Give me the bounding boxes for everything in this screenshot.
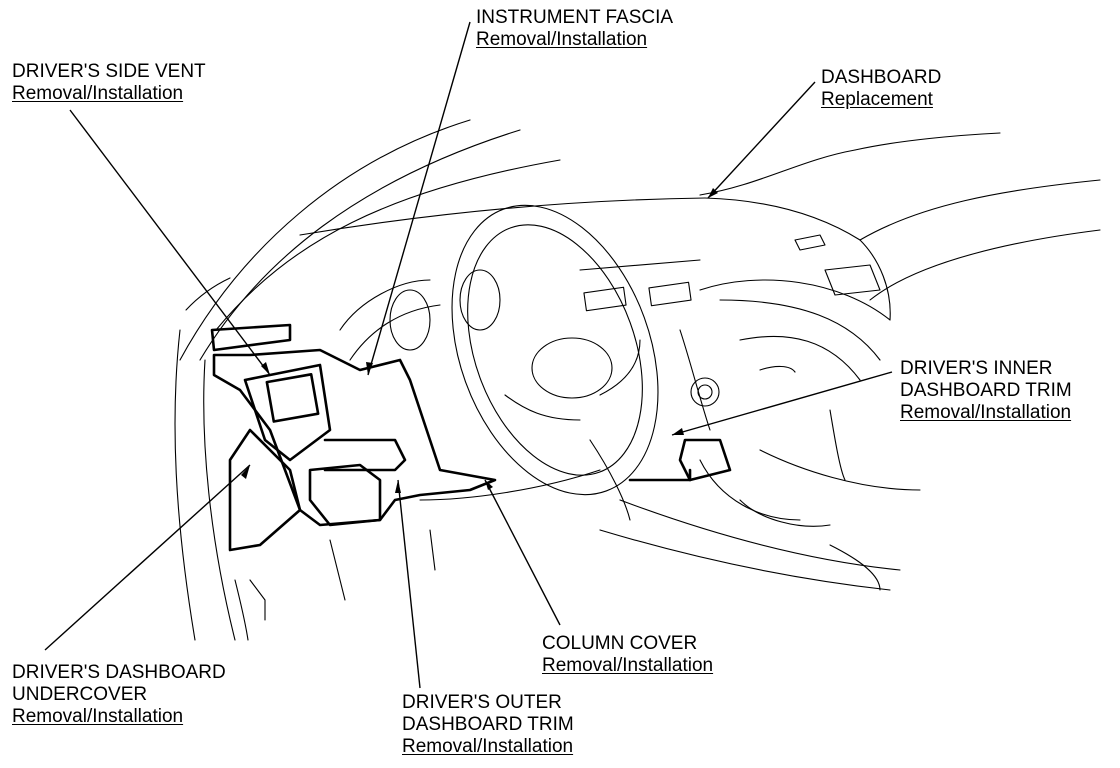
arrowhead-drivers-inner-dashboard-trim — [672, 428, 684, 435]
callout-title: COLUMN COVER — [542, 633, 698, 654]
arrowhead-dashboard — [708, 188, 718, 198]
arrowhead-drivers-side-vent — [261, 362, 270, 375]
callout-dashboard: DASHBOARD Replacement — [821, 67, 941, 111]
callout-title: DRIVER'S SIDE VENT — [12, 61, 206, 82]
leader-dashboard — [707, 81, 816, 199]
arrowhead-drivers-dashboard-undercover — [241, 465, 250, 479]
arrowhead-column-cover — [485, 480, 493, 490]
leader-lines — [44, 21, 893, 689]
callout-drivers-dashboard-undercover: DRIVER'S DASHBOARD UNDERCOVER Removal/In… — [12, 662, 226, 728]
callout-title-line-2: DASHBOARD TRIM — [402, 714, 574, 735]
leader-column-cover — [484, 479, 561, 626]
arrowhead-drivers-outer-dashboard-trim — [395, 480, 401, 493]
callout-link[interactable]: Removal/Installation — [402, 736, 574, 757]
callout-title-line-1: DRIVER'S DASHBOARD — [12, 662, 226, 683]
callout-title-line-1: DRIVER'S INNER — [900, 358, 1053, 379]
callout-link[interactable]: Replacement — [821, 89, 933, 110]
leader-drivers-dashboard-undercover — [44, 464, 251, 651]
callout-title: DASHBOARD — [821, 67, 942, 88]
callout-link[interactable]: Removal/Installation — [12, 83, 184, 104]
callout-title-line-1: DRIVER'S OUTER — [402, 692, 562, 713]
leader-arrowheads — [241, 188, 718, 493]
callout-drivers-side-vent: DRIVER'S SIDE VENT Removal/Installation — [12, 61, 206, 105]
callout-instrument-fascia: INSTRUMENT FASCIA Removal/Installation — [476, 7, 673, 51]
callout-column-cover: COLUMN COVER Removal/Installation — [542, 633, 713, 677]
callout-title: INSTRUMENT FASCIA — [476, 7, 674, 28]
leader-instrument-fascia — [367, 21, 471, 376]
arrowhead-instrument-fascia — [366, 362, 373, 375]
leader-drivers-inner-dashboard-trim — [671, 371, 893, 436]
callout-title-line-2: DASHBOARD TRIM — [900, 380, 1072, 401]
callout-link[interactable]: Removal/Installation — [900, 402, 1072, 423]
callout-drivers-outer-dashboard-trim: DRIVER'S OUTER DASHBOARD TRIM Removal/In… — [402, 692, 574, 758]
leader-drivers-side-vent — [69, 109, 271, 376]
car-interior-outline — [174, 119, 1101, 641]
leader-drivers-outer-dashboard-trim — [397, 479, 421, 689]
callout-drivers-inner-dashboard-trim: DRIVER'S INNER DASHBOARD TRIM Removal/In… — [900, 358, 1072, 424]
callout-link[interactable]: Removal/Installation — [542, 655, 714, 676]
callout-link[interactable]: Removal/Installation — [12, 706, 184, 727]
callout-link[interactable]: Removal/Installation — [476, 29, 648, 50]
callout-title-line-2: UNDERCOVER — [12, 684, 148, 705]
